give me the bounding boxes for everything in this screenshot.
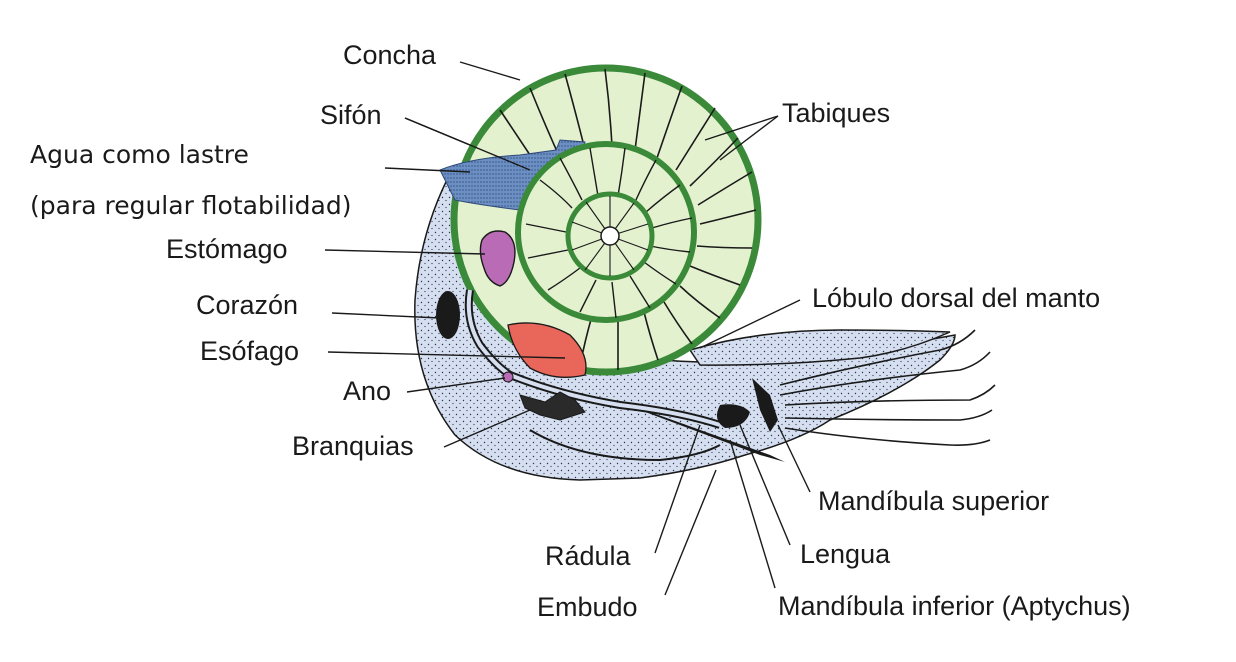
heart-organ: [436, 291, 460, 339]
septa-middle: [525, 147, 693, 319]
upper-jaw: [752, 378, 778, 432]
label-tabiques: Tabiques: [782, 98, 891, 128]
label-sifon: Sifón: [320, 100, 382, 130]
label-embudo: Embudo: [537, 592, 638, 622]
lower-jaw: [640, 410, 785, 462]
label-esofago: Esófago: [200, 336, 300, 366]
tongue: [716, 404, 750, 428]
label-branquias: Branquias: [292, 431, 414, 461]
label-ano: Ano: [343, 376, 392, 406]
label-mandibula-inferior: Mandíbula inferior (Aptychus): [778, 591, 1131, 621]
stomach-organ: [479, 230, 516, 287]
dorsal-mantle-lobe: [688, 329, 951, 366]
anus-organ: [502, 371, 514, 383]
label-concha: Concha: [343, 40, 437, 70]
crop-organ: [507, 322, 587, 378]
label-agua-line2: (para regular flotabilidad): [30, 191, 352, 220]
label-mandibula-superior: Mandíbula superior: [818, 486, 1050, 516]
arms: [779, 329, 996, 446]
label-corazon: Corazón: [196, 290, 299, 320]
label-agua-line1: Agua como lastre: [30, 140, 249, 169]
funnel-organ: [529, 429, 721, 462]
label-radula: Rádula: [545, 541, 631, 571]
label-lengua: Lengua: [800, 539, 891, 569]
leader-lines: [324, 61, 811, 596]
septa-outer: [499, 68, 757, 370]
label-estomago: Estómago: [166, 234, 288, 264]
label-lobulo-dorsal: Lóbulo dorsal del manto: [812, 283, 1101, 313]
